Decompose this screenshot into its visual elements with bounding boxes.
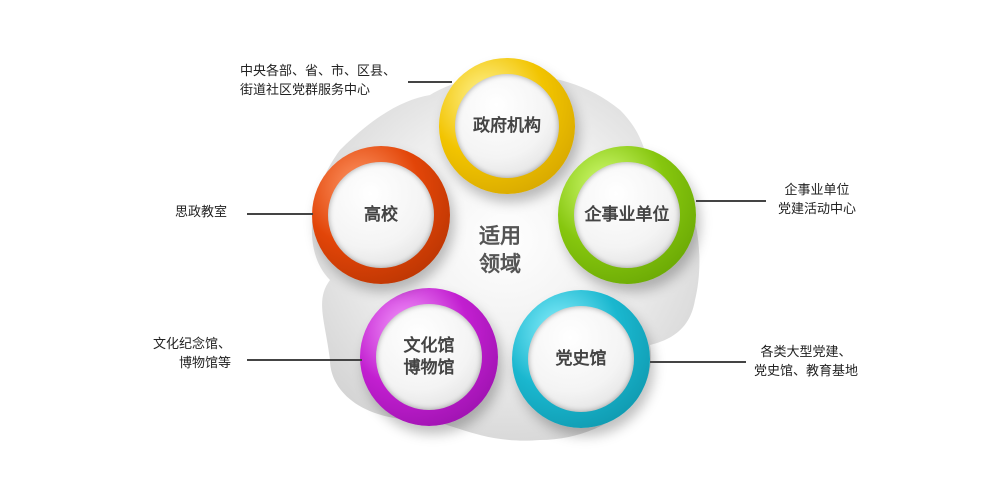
connector-college <box>247 213 313 215</box>
node-college: 高校 <box>312 146 450 284</box>
center-title: 适用 领域 <box>479 224 521 276</box>
node-history: 党史馆 <box>512 290 650 428</box>
desc-museum: 文化纪念馆、 博物馆等 <box>153 337 232 371</box>
desc-gov: 中央各部、省、市、区县、 街道社区党群服务中心 <box>240 64 397 98</box>
node-gov-title: 政府机构 <box>473 116 541 136</box>
connector-museum <box>247 359 362 361</box>
node-museum: 文化馆 博物馆 <box>360 288 498 426</box>
node-enterprise-title: 企事业单位 <box>584 205 670 225</box>
node-history-title: 党史馆 <box>555 349 607 369</box>
connector-enterprise <box>696 200 766 202</box>
node-gov: 政府机构 <box>439 58 575 194</box>
node-enterprise: 企事业单位 <box>558 146 696 284</box>
desc-enterprise: 企事业单位 党建活动中心 <box>778 183 857 217</box>
connector-gov <box>408 81 452 83</box>
node-college-title: 高校 <box>364 205 398 225</box>
desc-college: 思政教室 <box>175 205 228 220</box>
connector-history <box>650 361 746 363</box>
desc-history: 各类大型党建、 党史馆、教育基地 <box>754 345 859 379</box>
node-museum-title: 文化馆 博物馆 <box>403 336 455 378</box>
